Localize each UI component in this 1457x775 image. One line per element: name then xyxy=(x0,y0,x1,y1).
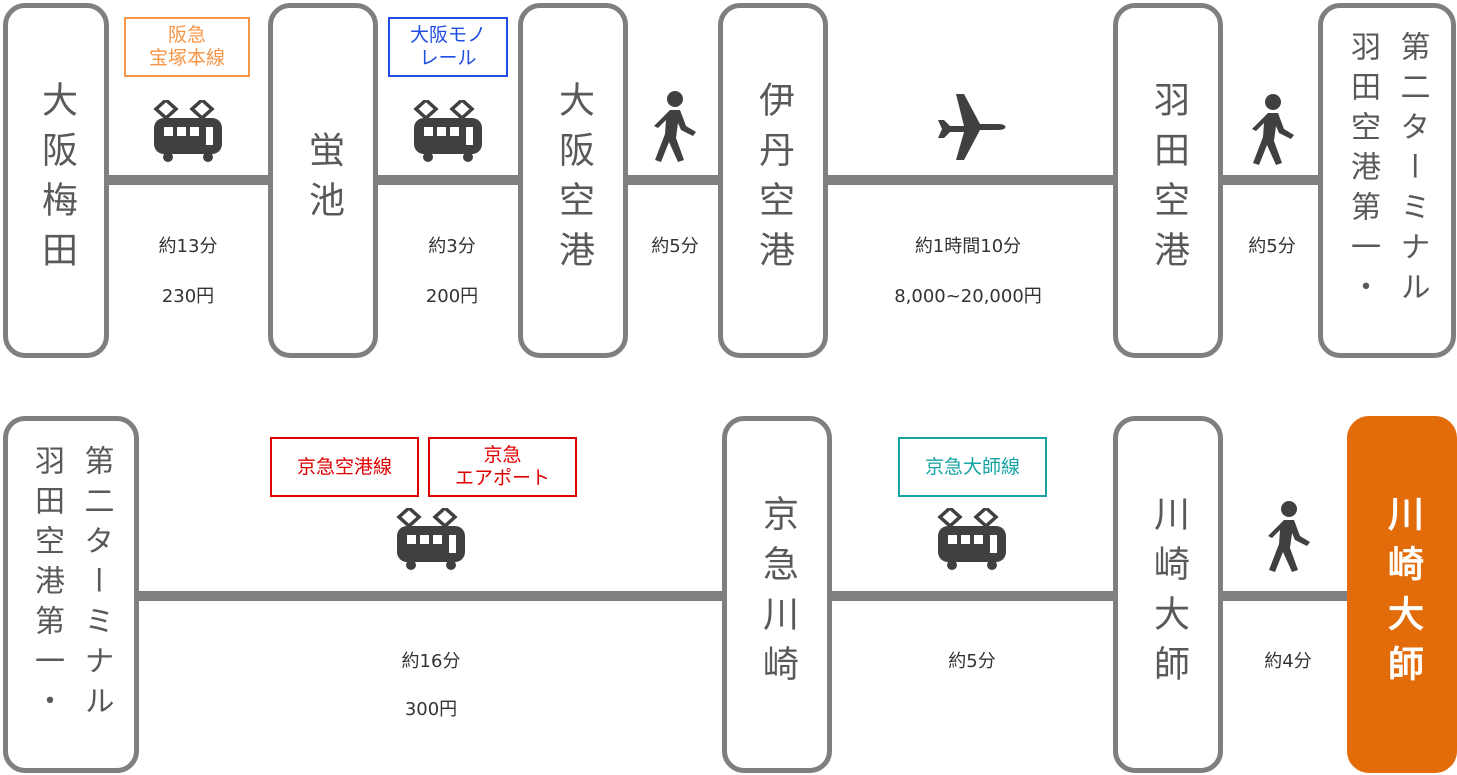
station-name-col2: 第二ターミナル xyxy=(1394,30,1430,311)
segment-time: 約13分 xyxy=(158,236,218,257)
segment-time: 約16分 xyxy=(401,651,461,672)
line-badge-hankyu-takarazuka: 阪急 宝塚本線 xyxy=(124,17,250,77)
train-icon xyxy=(153,100,222,162)
station-name-col1: 羽田空港第一・ xyxy=(29,444,64,725)
airplane-icon xyxy=(938,94,1006,160)
train-icon xyxy=(396,508,465,570)
route-line xyxy=(100,175,1330,185)
segment-time: 約4分 xyxy=(1264,651,1312,672)
line-badge-text: 京急空港線 xyxy=(296,455,392,478)
station-keikyu-kawasaki[interactable]: 京急川崎 xyxy=(722,416,832,773)
segment-time: 約5分 xyxy=(651,236,699,257)
line-badge-text: 京急 xyxy=(483,444,522,467)
walk-icon xyxy=(1252,94,1294,165)
line-badge-keikyu-airport: 京急 エアポート xyxy=(428,437,577,497)
station-name: 川崎大師 xyxy=(1148,494,1189,695)
segment-time: 約1時間10分 xyxy=(914,236,1022,257)
destination-station-kawasaki-daishi[interactable]: 川崎大師 xyxy=(1347,416,1457,773)
station-itami-airport[interactable]: 伊丹空港 xyxy=(718,3,828,358)
station-name: 伊丹空港 xyxy=(753,80,794,281)
segment-time: 約5分 xyxy=(1248,236,1296,257)
line-badge-keikyu-airport-line: 京急空港線 xyxy=(270,437,419,497)
station-osaka-airport[interactable]: 大阪空港 xyxy=(518,3,628,358)
station-name: 川崎大師 xyxy=(1382,494,1423,695)
line-badge-text: レール xyxy=(419,47,477,69)
station-haneda-terminal[interactable]: 羽田空港第一・ 第二ターミナル xyxy=(3,416,139,773)
segment-time: 約3分 xyxy=(428,236,476,257)
segment-fare: 8,000~20,000円 xyxy=(894,286,1042,307)
station-name-col2: 第二ターミナル xyxy=(78,444,114,725)
line-badge-keikyu-daishi-line: 京急大師線 xyxy=(898,437,1047,497)
station-name: 蛍池 xyxy=(303,130,344,231)
station-name-col1: 羽田空港第一・ xyxy=(1345,30,1380,311)
segment-fare: 230円 xyxy=(161,286,215,307)
walk-icon xyxy=(654,91,696,162)
walk-icon xyxy=(1268,501,1310,572)
segment-fare: 300円 xyxy=(404,699,458,720)
train-icon xyxy=(413,100,482,162)
line-badge-text: エアポート xyxy=(454,467,550,489)
line-badge-text: 宝塚本線 xyxy=(148,47,225,69)
line-badge-text: 大阪モノ xyxy=(409,24,486,47)
segment-time: 約5分 xyxy=(948,651,996,672)
train-icon xyxy=(937,508,1006,570)
line-badge-text: 阪急 xyxy=(167,24,206,47)
station-hotarugaike[interactable]: 蛍池 xyxy=(268,3,378,358)
station-haneda-airport[interactable]: 羽田空港 xyxy=(1113,3,1223,358)
station-haneda-terminal[interactable]: 羽田空港第一・ 第二ターミナル xyxy=(1318,3,1456,358)
line-badge-text: 京急大師線 xyxy=(924,455,1020,478)
station-kawasaki-daishi[interactable]: 川崎大師 xyxy=(1113,416,1223,773)
station-name: 京急川崎 xyxy=(757,494,798,695)
line-badge-osaka-monorail: 大阪モノ レール xyxy=(388,17,508,77)
station-osaka-umeda[interactable]: 大阪梅田 xyxy=(3,3,109,358)
station-name: 羽田空港 xyxy=(1148,80,1189,281)
station-name: 大阪梅田 xyxy=(36,80,77,281)
station-name: 大阪空港 xyxy=(553,80,594,281)
segment-fare: 200円 xyxy=(425,286,479,307)
